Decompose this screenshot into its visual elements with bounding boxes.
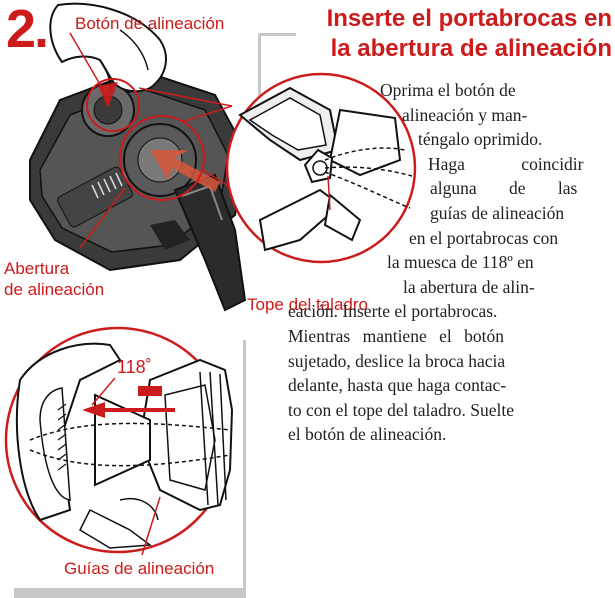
- alignment-button-label: Botón de alineación: [75, 14, 225, 33]
- angle-label: 118˚: [117, 357, 152, 377]
- alignment-guides-label: Guías de alineación: [64, 559, 215, 578]
- instruction-line: téngalo oprimido.: [418, 129, 543, 150]
- instruction-line: to con el tope del taladro. Suelte: [288, 399, 514, 420]
- alignment-opening-label-line2: de alineación: [4, 280, 105, 299]
- instruction-line: Haga coincidir: [428, 153, 584, 174]
- instruction-line: alguna de las: [430, 178, 578, 199]
- button-label-leader: [69, 32, 109, 99]
- instruction-line: Oprima el botón de: [380, 80, 516, 100]
- instruction-line: alineación y man-: [402, 104, 528, 125]
- step-title: Inserte el portabrocas en la abertura de…: [300, 4, 612, 64]
- frame-lower-right-line: [243, 340, 246, 590]
- opening-label-leader: [79, 187, 126, 249]
- frame-top-line: [258, 33, 296, 36]
- instruction-line: eación. Inserte el portabrocas.: [288, 301, 498, 322]
- frame-bottom-bar: [14, 588, 246, 598]
- alignment-guides-detail: [4, 326, 234, 554]
- instruction-line: delante, hasta que haga contac-: [288, 375, 507, 396]
- instruction-line: sujetado, deslice la broca hacia: [288, 350, 506, 371]
- sharpener-body: [29, 68, 247, 272]
- instruction-line: en el portabrocas con: [409, 227, 559, 248]
- alignment-mark: [138, 386, 162, 396]
- hand-illustration: [49, 2, 167, 93]
- step-title-line2: la abertura de alineación: [330, 35, 612, 62]
- opening-highlight-circle: [119, 115, 205, 201]
- drill-stop-leader: [327, 175, 331, 211]
- instruction-line: el botón de alineación.: [288, 424, 447, 445]
- step-number: 2.: [6, 0, 49, 59]
- drill-stop-detail: [225, 72, 417, 264]
- instructions-text: Oprima el botón de alineación y man- tén…: [262, 78, 612, 447]
- guides-label-leader: [141, 496, 161, 556]
- instruction-line: la muesca de 118º en: [387, 252, 534, 273]
- step-title-line1: Inserte el portabrocas en: [326, 5, 612, 32]
- insert-arrow: [150, 150, 220, 192]
- alignment-arrow: [82, 402, 175, 418]
- drill-stop-label: Tope del taladro: [247, 295, 368, 314]
- instruction-line: la abertura de alin-: [403, 276, 535, 297]
- instruction-line: guías de alineación: [430, 202, 565, 223]
- button-highlight-circle: [86, 78, 140, 132]
- angle-label-leader: [91, 377, 116, 406]
- alignment-opening-label-line1: Abertura: [4, 259, 70, 278]
- alignment-opening-label: Abertura de alineación: [4, 258, 104, 300]
- instruction-line: Mientras mantiene el botón: [288, 325, 504, 346]
